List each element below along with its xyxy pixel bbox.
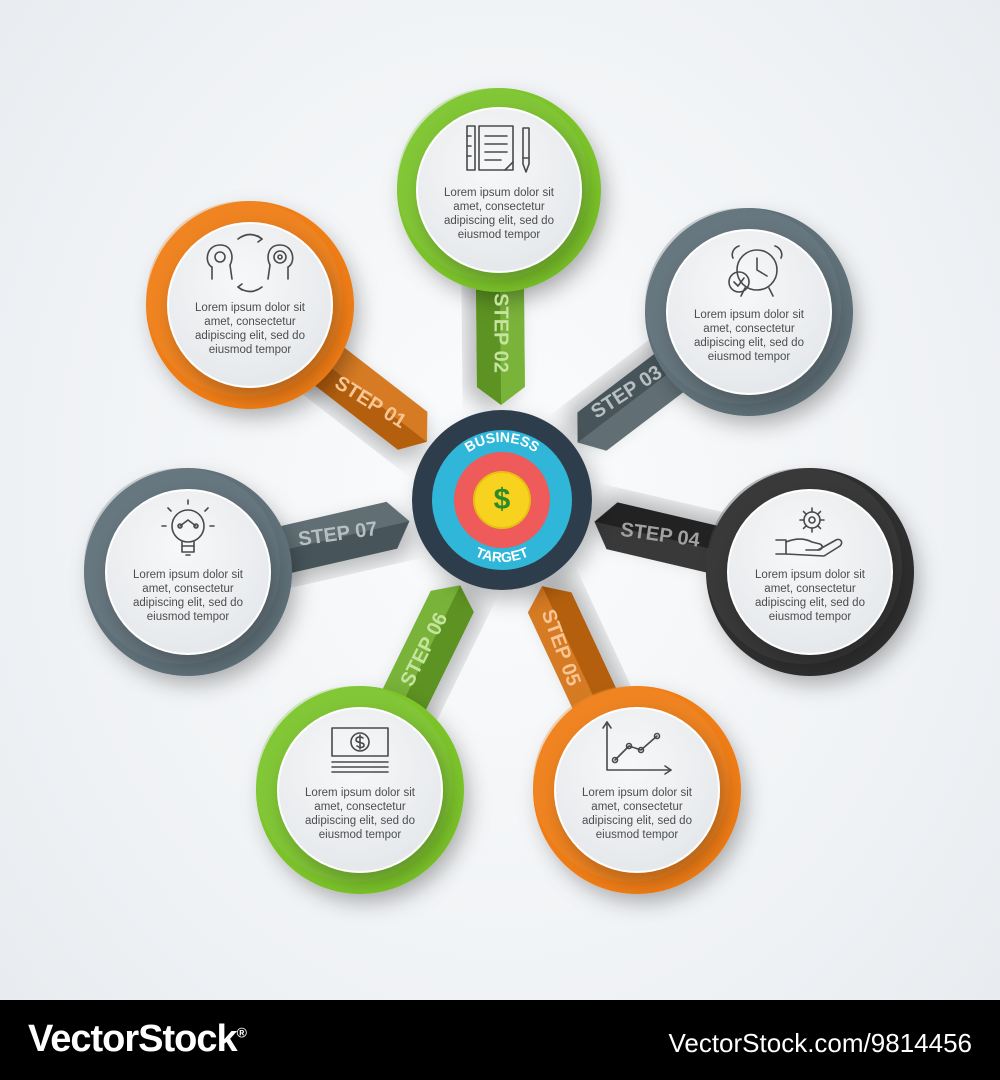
- question-gear-heads-icon: [206, 233, 294, 293]
- center-bottom-label: TARGET: [473, 544, 530, 566]
- image-id-text: VectorStock.com/9814456: [668, 1028, 972, 1058]
- center-yellow-disc: [473, 471, 531, 529]
- step-text-line: amet, consectetur: [764, 583, 856, 595]
- step-text-line: amet, consectetur: [204, 316, 296, 328]
- step-text-line: amet, consectetur: [703, 323, 795, 335]
- step-text-line: adipiscing elit, sed do: [694, 337, 804, 349]
- step-arrow-highlight: [527, 586, 606, 734]
- step-text-line: eiusmod tempor: [769, 611, 852, 623]
- step-text-line: amet, consectetur: [314, 801, 406, 813]
- step-text-line: amet, consectetur: [591, 801, 683, 813]
- step-text-line: eiusmod tempor: [319, 829, 402, 841]
- step-infographic-diagram: Lorem ipsum dolor sit amet, consectetur ad…: [84, 88, 914, 894]
- step-text-line: Lorem ipsum dolor sit: [582, 787, 693, 799]
- dollar-sign-icon: $: [494, 483, 511, 516]
- step-text-line: Lorem ipsum dolor sit: [195, 302, 306, 314]
- hand-gear-icon: [775, 507, 843, 557]
- step-03: Lorem ipsum dolor sit amet, consectetur ad…: [577, 208, 853, 451]
- step-arrow-highlight: [370, 585, 461, 724]
- step-07: Lorem ipsum dolor sit amet, consectetur ad…: [84, 468, 410, 676]
- step-05: Lorem ipsum dolor sit amet, consectetur ad…: [527, 586, 741, 894]
- step-text-line: eiusmod tempor: [708, 351, 791, 363]
- step-arrow-highlight: [499, 261, 525, 406]
- step-text-line: adipiscing elit, sed do: [133, 597, 243, 609]
- step-disc: [666, 229, 832, 395]
- step-text-line: Lorem ipsum dolor sit: [755, 569, 866, 581]
- step-02: Lorem ipsum dolor sit amet, consectetur ad…: [397, 88, 601, 406]
- dollar-bill-icon: [331, 727, 389, 773]
- documents-ruler-pencil-icon: [466, 125, 530, 173]
- step-text-line: eiusmod tempor: [209, 344, 292, 356]
- step-text-line: adipiscing elit, sed do: [755, 597, 865, 609]
- step-text-line: Lorem ipsum dolor sit: [305, 787, 416, 799]
- step-06: Lorem ipsum dolor sit amet, consectetur ad…: [256, 585, 474, 894]
- footer-bar: VectorStock® VectorStock.com/9814456: [0, 1000, 1000, 1080]
- step-arrow-highlight: [254, 501, 410, 556]
- logo-text: VectorStock: [28, 1018, 238, 1060]
- line-chart-icon: [602, 721, 672, 775]
- step-04: Lorem ipsum dolor sit amet, consectetur ad…: [594, 468, 914, 676]
- lightbulb-icon: [161, 499, 215, 556]
- step-text-line: adipiscing elit, sed do: [305, 815, 415, 827]
- step-disc: [727, 489, 893, 655]
- step-text-line: amet, consectetur: [142, 583, 234, 595]
- step-disc: [416, 107, 582, 273]
- step-text-line: eiusmod tempor: [458, 229, 541, 241]
- step-disc: [105, 489, 271, 655]
- step-disc: [554, 707, 720, 873]
- step-text-line: Lorem ipsum dolor sit: [444, 187, 555, 199]
- step-text-line: amet, consectetur: [453, 201, 545, 213]
- step-text-line: adipiscing elit, sed do: [195, 330, 305, 342]
- step-label: STEP 02: [490, 293, 512, 373]
- alarm-clock-check-icon: [728, 245, 783, 297]
- step-arrow-highlight: [594, 521, 738, 579]
- step-disc: [277, 707, 443, 873]
- logo-registered-mark: ®: [236, 1024, 247, 1041]
- step-text-line: eiusmod tempor: [596, 829, 679, 841]
- vectorstock-logo: VectorStock®: [28, 1018, 247, 1061]
- step-text-line: eiusmod tempor: [147, 611, 230, 623]
- step-01: Lorem ipsum dolor sit amet, consectetur ad…: [146, 201, 428, 450]
- step-text-line: adipiscing elit, sed do: [444, 215, 554, 227]
- step-text-line: Lorem ipsum dolor sit: [694, 309, 805, 321]
- step-text-line: adipiscing elit, sed do: [582, 815, 692, 827]
- step-text-line: Lorem ipsum dolor sit: [133, 569, 244, 581]
